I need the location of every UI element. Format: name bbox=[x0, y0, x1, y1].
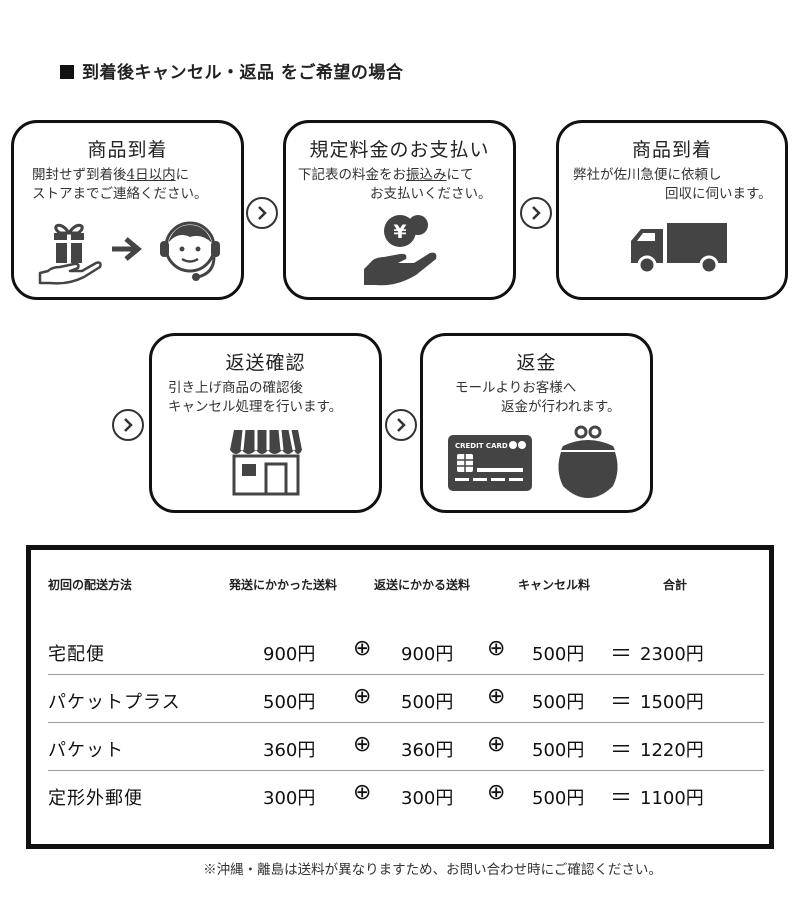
method-name: パケットプラス bbox=[48, 692, 181, 713]
total-fee: 1100円 bbox=[640, 788, 704, 809]
desc-text: キャンセル処理を行います。 bbox=[168, 399, 343, 415]
desc-text: にて bbox=[446, 167, 474, 183]
plus-icon: ⊕ bbox=[353, 636, 372, 661]
cancel-fee: 500円 bbox=[532, 644, 585, 665]
step-desc: 下記表の料金をお振込みにて お支払いください。 bbox=[286, 166, 513, 204]
return-fee: 500円 bbox=[401, 692, 454, 713]
cancel-fee: 500円 bbox=[532, 692, 585, 713]
shipping-fee: 900円 bbox=[263, 644, 316, 665]
cancel-fee: 500円 bbox=[532, 740, 585, 761]
return-fee: 360円 bbox=[401, 740, 454, 761]
step-desc: モールよりお客様へ 返金が行われます。 bbox=[423, 379, 650, 417]
credit-card-icon: CREDIT CARD bbox=[448, 435, 532, 491]
plus-icon: ⊕ bbox=[353, 780, 372, 805]
table-row: 定形外郵便 300円 ⊕ 300円 ⊕ 500円 ＝ 1100円 bbox=[48, 770, 764, 818]
plus-icon: ⊕ bbox=[487, 636, 506, 661]
next-step-arrow bbox=[112, 409, 144, 441]
shipping-fee: 500円 bbox=[263, 692, 316, 713]
return-fee: 300円 bbox=[401, 788, 454, 809]
step-card-1: 商品到着 開封せず到着後4日以内に ストアまでご連絡ください。 bbox=[11, 120, 244, 300]
step-title: 返送確認 bbox=[225, 352, 306, 374]
square-bullet-icon bbox=[60, 65, 74, 79]
total-fee: 2300円 bbox=[640, 644, 704, 665]
step-card-4: 返送確認 引き上げ商品の確認後 キャンセル処理を行います。 bbox=[149, 333, 382, 513]
support-operator-icon bbox=[160, 221, 220, 281]
header-method: 初回の配送方法 bbox=[48, 578, 133, 592]
desc-underline: 4日以内 bbox=[126, 167, 176, 183]
total-fee: 1220円 bbox=[640, 740, 704, 761]
equals-icon: ＝ bbox=[610, 786, 633, 811]
desc-text: 開封せず到着後 bbox=[32, 167, 127, 183]
header-cancel: キャンセル料 bbox=[518, 578, 591, 592]
total-fee: 1500円 bbox=[640, 692, 704, 713]
shipping-fee: 360円 bbox=[263, 740, 316, 761]
equals-icon: ＝ bbox=[610, 642, 633, 667]
desc-text: 引き上げ商品の確認後 bbox=[168, 380, 303, 396]
desc-text: ストアまでご連絡ください。 bbox=[32, 186, 208, 202]
step-title: 規定料金のお支払い bbox=[309, 139, 490, 161]
table-row: パケット 360円 ⊕ 360円 ⊕ 500円 ＝ 1220円 bbox=[48, 722, 764, 771]
footnote: ※沖縄・離島は送料が異なりますため、お問い合わせ時にご確認ください。 bbox=[203, 862, 662, 878]
step-desc: 開封せず到着後4日以内に ストアまでご連絡ください。 bbox=[14, 166, 241, 204]
page-title: 到着後キャンセル・返品 をご希望の場合 bbox=[60, 58, 403, 83]
table-row: 宅配便 900円 ⊕ 900円 ⊕ 500円 ＝ 2300円 bbox=[48, 626, 764, 675]
plus-icon: ⊕ bbox=[487, 780, 506, 805]
desc-text: モールよりお客様へ bbox=[455, 380, 577, 396]
step-title: 商品到着 bbox=[87, 139, 168, 161]
step-card-2: 規定料金のお支払い 下記表の料金をお振込みにて お支払いください。 ¥ bbox=[283, 120, 516, 300]
desc-text: 弊社が佐川急便に依頼し bbox=[573, 167, 722, 183]
desc-underline: 振込み bbox=[406, 167, 447, 183]
desc-text: 下記表の料金をお bbox=[298, 167, 406, 183]
header-shipping: 発送にかかった送料 bbox=[229, 578, 338, 592]
method-name: 宅配便 bbox=[48, 644, 105, 665]
shipping-fee: 300円 bbox=[263, 788, 316, 809]
chevron-right-icon bbox=[532, 206, 541, 220]
yen-sign: ¥ bbox=[393, 221, 406, 243]
plus-icon: ⊕ bbox=[487, 684, 506, 709]
page-title-text: 到着後キャンセル・返品 をご希望の場合 bbox=[82, 63, 404, 83]
desc-text: 返金が行われます。 bbox=[501, 399, 621, 415]
next-step-arrow bbox=[520, 197, 552, 229]
step-title: 返金 bbox=[516, 352, 557, 374]
equals-icon: ＝ bbox=[610, 690, 633, 715]
step-title: 商品到着 bbox=[631, 139, 712, 161]
plus-icon: ⊕ bbox=[353, 732, 372, 757]
method-name: 定形外郵便 bbox=[48, 788, 143, 809]
plus-icon: ⊕ bbox=[487, 732, 506, 757]
desc-text: お支払いください。 bbox=[370, 186, 492, 202]
arrow-right-icon bbox=[112, 237, 142, 261]
desc-text: に bbox=[175, 167, 190, 183]
header-total: 合計 bbox=[663, 578, 688, 592]
gift-hand-icon bbox=[38, 223, 102, 285]
return-fee: 900円 bbox=[401, 644, 454, 665]
step-desc: 引き上げ商品の確認後 キャンセル処理を行います。 bbox=[152, 379, 379, 417]
cancel-fee: 500円 bbox=[532, 788, 585, 809]
plus-icon: ⊕ bbox=[353, 684, 372, 709]
table-row: パケットプラス 500円 ⊕ 500円 ⊕ 500円 ＝ 1500円 bbox=[48, 674, 764, 723]
step-card-3: 商品到着 弊社が佐川急便に依頼し 回収に伺います。 bbox=[556, 120, 788, 300]
chevron-right-icon bbox=[124, 418, 133, 432]
chevron-right-icon bbox=[258, 206, 267, 220]
card-label: CREDIT CARD bbox=[455, 442, 508, 450]
desc-text: 回収に伺います。 bbox=[665, 186, 772, 202]
fee-table: 初回の配送方法 発送にかかった送料 返送にかかる送料 キャンセル料 合計 宅配便… bbox=[26, 545, 774, 849]
equals-icon: ＝ bbox=[610, 738, 633, 763]
next-step-arrow bbox=[246, 197, 278, 229]
payment-hand-icon: ¥ bbox=[364, 215, 437, 286]
coin-purse-icon bbox=[558, 425, 618, 498]
method-name: パケット bbox=[48, 740, 124, 761]
next-step-arrow bbox=[385, 409, 417, 441]
chevron-right-icon bbox=[397, 418, 406, 432]
step-desc: 弊社が佐川急便に依頼し 回収に伺います。 bbox=[559, 166, 785, 204]
header-return: 返送にかかる送料 bbox=[374, 578, 471, 592]
store-icon bbox=[230, 429, 302, 496]
step-card-5: 返金 モールよりお客様へ 返金が行われます。 CREDIT CARD bbox=[420, 333, 653, 513]
truck-icon bbox=[631, 223, 727, 275]
